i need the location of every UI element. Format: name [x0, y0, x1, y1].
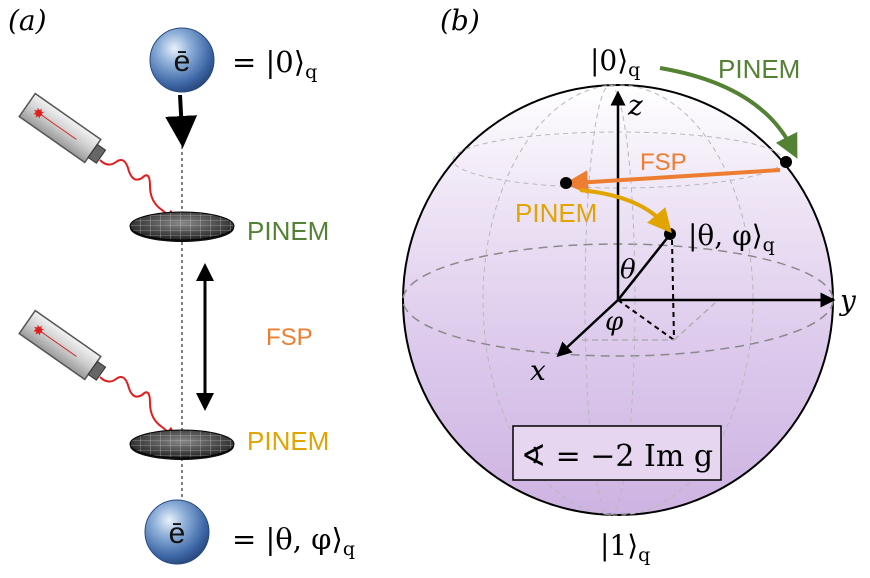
- pinem-green-arrow: [659, 66, 798, 159]
- state-vector: [617, 236, 669, 301]
- x-axis: [556, 299, 619, 358]
- phi-label: φ: [605, 307, 624, 337]
- top-state-label: = |0⟩q: [232, 45, 317, 83]
- panel-a-label: (a): [8, 4, 47, 37]
- fsp-orange-arrow: [564, 168, 781, 195]
- laser-2-icon: [18, 309, 107, 381]
- formula-text: ∢ = −2 Im g: [521, 439, 713, 474]
- laser-2-beam: [99, 376, 177, 439]
- latitude-point-left: [560, 177, 572, 189]
- electron-bottom: ē: [144, 499, 210, 565]
- projection-vertical: [671, 239, 675, 341]
- electron-top-symbol: ē: [174, 45, 191, 78]
- nanostructure-disk-2: [129, 429, 235, 460]
- theta-label: θ: [620, 255, 636, 285]
- bottom-state-label: = |θ, φ⟩q: [232, 522, 355, 560]
- electron-down-arrow: [165, 94, 198, 148]
- pinem-left-label: PINEM: [515, 198, 597, 228]
- panel-b: (b) z y x θ φ |θ, φ⟩q |0⟩q |1⟩q: [402, 4, 857, 566]
- laser-1-beam: [99, 159, 177, 222]
- laser-1-icon: [18, 92, 107, 164]
- pinem-1-label: PINEM: [247, 216, 329, 246]
- panel-a: (a) ē = |0⟩q PINEM FSP: [8, 4, 355, 565]
- latitude-point-right: [780, 156, 792, 168]
- z-axis-label: z: [627, 89, 643, 122]
- state-label: |θ, φ⟩q: [688, 219, 775, 256]
- electron-bottom-symbol: ē: [169, 517, 186, 550]
- pinem-2-label: PINEM: [247, 426, 329, 456]
- projection-radial: [617, 299, 675, 341]
- north-state-label: |0⟩q: [590, 44, 640, 81]
- south-state-label: |1⟩q: [600, 529, 650, 566]
- nanostructure-disk-1: [129, 211, 235, 242]
- pinem-yellow-arrow: [579, 188, 672, 234]
- fsp-b-label: FSP: [640, 149, 687, 176]
- x-axis-label: x: [530, 354, 546, 387]
- fsp-label: FSP: [266, 324, 313, 351]
- panel-b-label: (b): [440, 4, 480, 37]
- formula-box: [512, 425, 722, 481]
- electron-top: ē: [149, 27, 215, 93]
- y-axis-label: y: [838, 284, 857, 317]
- pinem-top-label: PINEM: [718, 54, 800, 84]
- state-point: [664, 228, 676, 240]
